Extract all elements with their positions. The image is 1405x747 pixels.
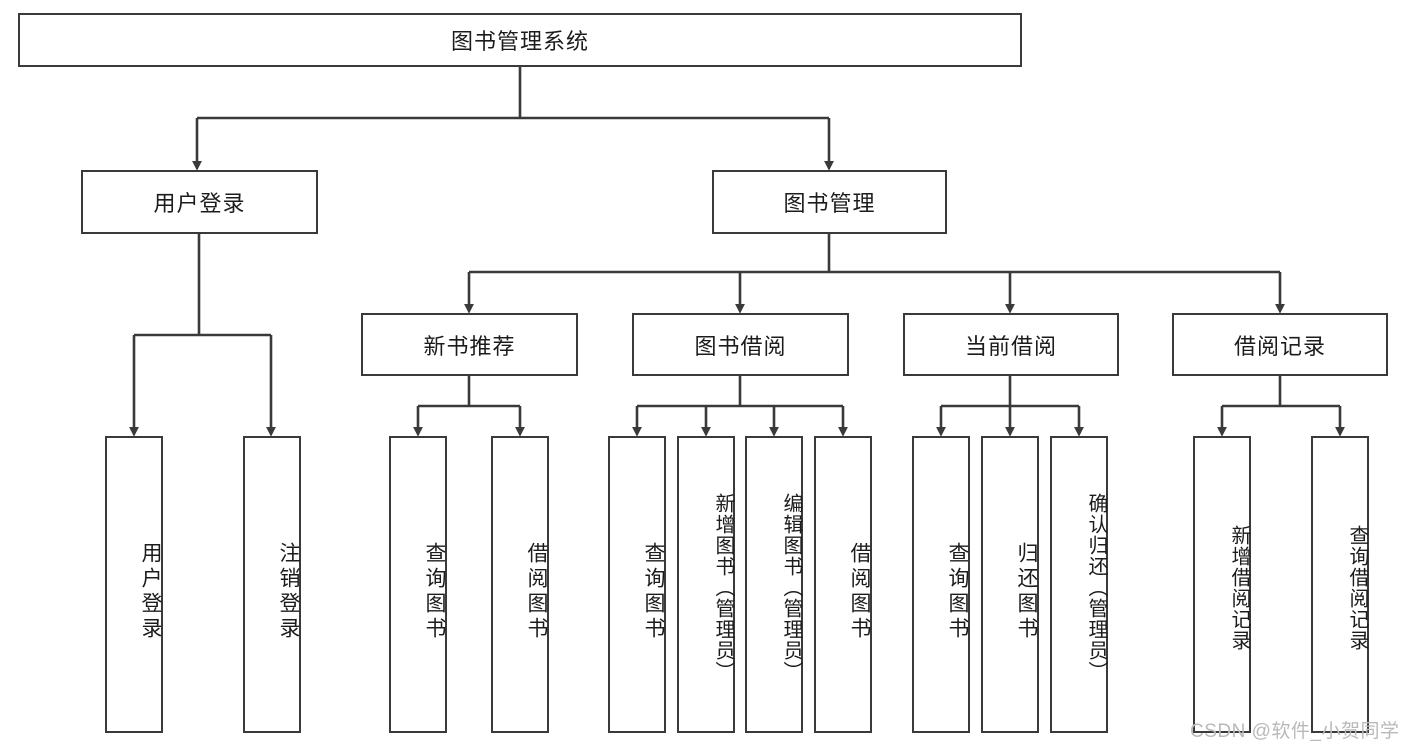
leaf-label: 用户登录 xyxy=(139,541,162,642)
leaf-book-borrow-add[interactable]: 新增图书（管理员） xyxy=(677,436,735,733)
leaf-label: 借阅图书 xyxy=(848,541,871,642)
node-borrow-record[interactable]: 借阅记录 xyxy=(1172,313,1388,376)
leaf-current-borrow-confirm-return[interactable]: 确认归还（管理员） xyxy=(1050,436,1108,733)
leaf-current-borrow-query[interactable]: 查询图书 xyxy=(912,436,970,733)
leaf-label: 借阅图书 xyxy=(525,541,548,642)
leaf-borrow-record-add[interactable]: 新增借阅记录 xyxy=(1193,436,1251,733)
leaf-user-login-logout[interactable]: 注销登录 xyxy=(243,436,301,733)
node-current-borrow[interactable]: 当前借阅 xyxy=(903,313,1119,376)
leaf-label: 新增借阅记录 xyxy=(1228,524,1250,651)
csdn-watermark: CSDN @软件_小贺同学 xyxy=(1190,721,1400,742)
leaf-new-book-query[interactable]: 查询图书 xyxy=(389,436,447,733)
leaf-label: 查询借阅记录 xyxy=(1346,524,1368,651)
leaf-label: 查询图书 xyxy=(946,541,969,642)
leaf-label: 查询图书 xyxy=(423,541,446,642)
node-user-login[interactable]: 用户登录 xyxy=(81,170,318,234)
leaf-book-borrow-edit[interactable]: 编辑图书（管理员） xyxy=(745,436,803,733)
leaf-book-borrow-borrow[interactable]: 借阅图书 xyxy=(814,436,872,733)
node-new-book-recommend[interactable]: 新书推荐 xyxy=(361,313,578,376)
leaf-label: 查询图书 xyxy=(642,541,665,642)
leaf-label: 编辑图书（管理员） xyxy=(780,493,802,682)
leaf-borrow-record-query[interactable]: 查询借阅记录 xyxy=(1311,436,1369,733)
leaf-label: 新增图书（管理员） xyxy=(712,493,734,682)
leaf-new-book-borrow[interactable]: 借阅图书 xyxy=(491,436,549,733)
leaf-user-login-login[interactable]: 用户登录 xyxy=(105,436,163,733)
leaf-current-borrow-return[interactable]: 归还图书 xyxy=(981,436,1039,733)
node-book-management[interactable]: 图书管理 xyxy=(712,170,947,234)
leaf-label: 注销登录 xyxy=(277,541,300,642)
leaf-book-borrow-query[interactable]: 查询图书 xyxy=(608,436,666,733)
node-book-borrow[interactable]: 图书借阅 xyxy=(632,313,849,376)
node-root-system[interactable]: 图书管理系统 xyxy=(18,13,1022,67)
leaf-label: 确认归还（管理员） xyxy=(1085,493,1107,682)
leaf-label: 归还图书 xyxy=(1015,541,1038,642)
